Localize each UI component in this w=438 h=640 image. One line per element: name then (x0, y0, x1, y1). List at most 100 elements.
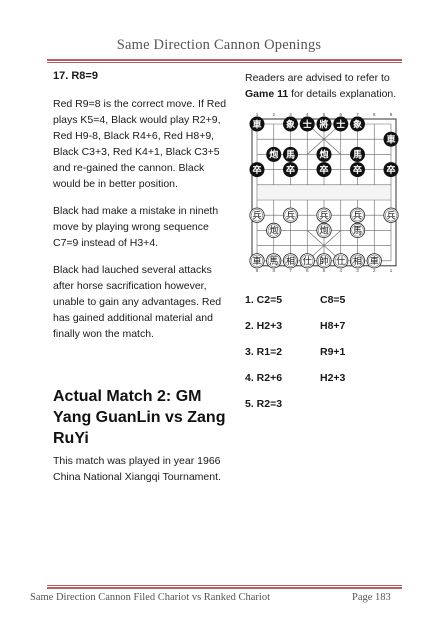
red-piece (349, 207, 366, 223)
red-piece-label: 馬 (269, 256, 278, 267)
black-piece-label: 馬 (352, 150, 362, 161)
file-number-top: 6 (339, 112, 342, 117)
black-piece-label: 卒 (319, 164, 328, 176)
file-number-top: 8 (373, 112, 376, 117)
left-column: 17. R8=9 Red R9=8 is the correct move. I… (53, 70, 233, 496)
palace-diagonal (307, 123, 341, 155)
black-piece (282, 146, 298, 162)
red-piece-label: 兵 (286, 210, 295, 222)
black-piece-label: 卒 (353, 164, 362, 176)
red-piece-inner-ring (351, 254, 364, 267)
red-piece-inner-ring (384, 209, 397, 222)
red-piece-label: 相 (286, 255, 295, 267)
red-piece (266, 253, 282, 269)
red-piece (266, 222, 282, 239)
file-number-top: 3 (289, 112, 292, 117)
paragraph-2: Black had make a mistake in nineth move … (53, 205, 219, 249)
reference-text-pre: Readers are advised to refer to (245, 72, 390, 84)
river (258, 185, 390, 199)
running-footer-title: Same Direction Cannon Filed Chariot vs R… (30, 592, 271, 603)
black-piece (350, 146, 366, 162)
red-piece (282, 253, 299, 269)
file-number-bottom: 9 (256, 268, 259, 273)
black-piece-label: 象 (353, 118, 362, 130)
red-piece (333, 253, 349, 269)
black-piece-label: 炮 (269, 149, 278, 161)
red-piece-label: 車 (252, 255, 261, 267)
match-title: Actual Match 2: GM Yang GuanLin vs Zang … (53, 388, 226, 447)
black-piece (316, 116, 332, 132)
reference-note: Readers are advised to refer to Game 11 … (245, 70, 415, 102)
footer-rule (47, 585, 402, 589)
black-piece-label: 卒 (252, 164, 261, 176)
black-piece-label: 將 (319, 118, 328, 130)
black-piece (266, 146, 282, 162)
red-piece (366, 253, 382, 269)
paragraph-3: Black had lauched several attacks after … (53, 264, 222, 340)
red-move: 5. R2=3 (245, 398, 283, 410)
black-move: H8+7 (320, 320, 346, 332)
page-number: Page 183 (352, 592, 391, 603)
red-piece-label: 兵 (319, 210, 328, 222)
red-move: 3. R1=2 (245, 346, 283, 358)
red-piece-inner-ring (317, 254, 330, 267)
red-piece-inner-ring (284, 254, 297, 267)
file-number-bottom: 5 (323, 268, 326, 273)
move-row: 3. R1=2 R9+1 (245, 346, 415, 372)
red-piece (349, 222, 366, 239)
reference-game: Game 11 (245, 88, 289, 100)
file-number-bottom: 3 (356, 268, 359, 273)
black-piece (299, 116, 315, 132)
red-piece-inner-ring (250, 254, 264, 267)
file-number-bottom: 2 (373, 268, 376, 273)
match-description: This match was played in year 1966 China… (53, 455, 221, 483)
red-piece-label: 兵 (252, 210, 261, 222)
black-move: C8=5 (320, 294, 346, 306)
black-piece-label: 炮 (319, 149, 328, 161)
black-move: R9+1 (320, 346, 346, 358)
reference-text-post: for details explanation. (291, 88, 397, 100)
red-piece-label: 車 (370, 255, 379, 267)
black-piece-label: 車 (252, 118, 261, 130)
red-piece-inner-ring (368, 254, 381, 267)
black-piece-label: 象 (286, 118, 295, 130)
right-column: Readers are advised to refer to Game 11 … (245, 70, 415, 424)
red-piece-inner-ring (317, 224, 330, 237)
red-piece-label: 仕 (303, 255, 312, 267)
file-number-top: 5 (323, 112, 326, 117)
black-piece-label: 士 (336, 118, 345, 130)
red-piece-inner-ring (301, 254, 314, 267)
file-number-top: 1 (256, 112, 259, 117)
red-piece-label: 炮 (269, 225, 278, 237)
black-piece (249, 116, 265, 132)
move-row: 5. R2=3 (245, 398, 415, 424)
red-piece (349, 253, 366, 269)
red-move: 2. H2+3 (245, 320, 283, 332)
black-piece-label: 卒 (286, 164, 295, 176)
move-row: 2. H2+3 H8+7 (245, 320, 415, 346)
red-piece-inner-ring (351, 224, 364, 237)
running-header: Same Direction Cannon Openings (116, 37, 322, 53)
red-piece (249, 253, 265, 269)
red-piece (316, 253, 332, 269)
red-piece-label: 兵 (353, 210, 362, 222)
red-piece (282, 207, 299, 223)
red-piece-inner-ring (284, 209, 297, 222)
black-piece (350, 162, 366, 178)
red-piece-inner-ring (334, 254, 347, 267)
red-piece-inner-ring (250, 209, 264, 222)
paragraph-1: Red R9=8 is the correct move. If Red pla… (53, 98, 227, 190)
red-piece-inner-ring (267, 224, 280, 237)
red-piece-label: 兵 (386, 210, 395, 222)
black-piece (333, 116, 349, 132)
red-move: 4. R2+6 (245, 372, 283, 384)
black-piece (282, 116, 298, 132)
red-piece (299, 253, 315, 269)
black-piece-label: 馬 (285, 150, 295, 161)
red-piece (249, 207, 265, 223)
black-piece (249, 162, 265, 178)
